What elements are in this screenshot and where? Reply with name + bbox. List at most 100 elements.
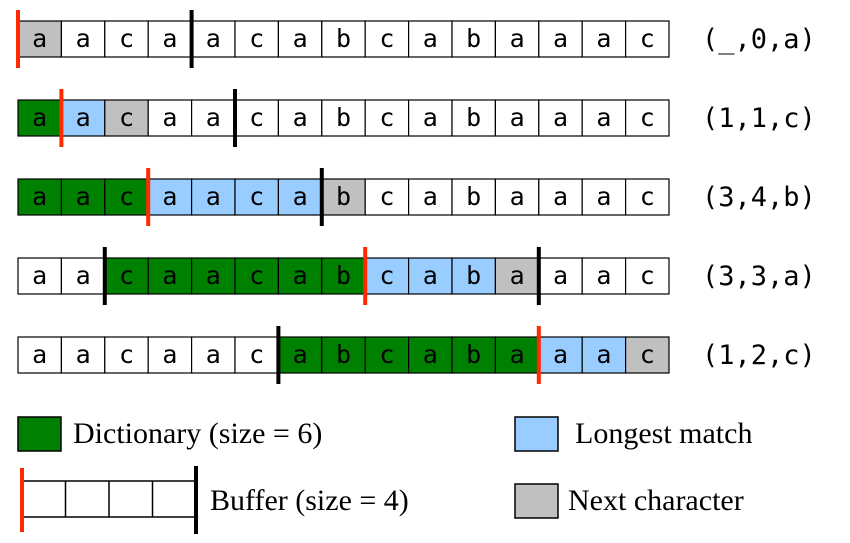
char-cell — [234, 336, 280, 374]
char-label: c — [379, 340, 394, 369]
char-cell — [191, 257, 236, 295]
char-label: a — [423, 24, 438, 53]
char-cell — [277, 257, 323, 295]
char-label: c — [119, 24, 134, 53]
char-label: b — [466, 261, 481, 290]
char-label: a — [293, 103, 308, 132]
char-label: a — [596, 340, 611, 369]
char-cell — [408, 257, 453, 295]
char-label: a — [206, 340, 221, 369]
char-cell — [60, 20, 106, 58]
char-cell — [494, 336, 540, 374]
char-label: a — [76, 261, 91, 290]
legend-longest-match-label: Longest match — [575, 417, 752, 450]
char-cell — [321, 257, 366, 295]
char-cell — [321, 99, 366, 137]
char-label: a — [32, 103, 47, 132]
char-label: a — [162, 340, 177, 369]
char-cell — [581, 20, 627, 58]
char-label: a — [206, 182, 221, 211]
char-label: a — [162, 261, 177, 290]
legend-next-character-swatch — [514, 483, 559, 519]
char-cell — [494, 178, 540, 216]
char-label: a — [32, 340, 47, 369]
char-label: a — [596, 261, 611, 290]
char-cell — [538, 178, 583, 216]
output-tuple: (1,1,c) — [702, 103, 816, 134]
char-label: a — [76, 340, 91, 369]
char-cell — [17, 336, 63, 374]
char-label: a — [510, 103, 525, 132]
char-cell — [191, 99, 236, 137]
char-cell — [321, 20, 366, 58]
char-cell — [234, 20, 280, 58]
char-label: a — [510, 24, 525, 53]
char-label: b — [336, 24, 351, 53]
char-label: a — [32, 261, 47, 290]
char-label: c — [119, 103, 134, 132]
char-label: a — [293, 182, 308, 211]
legend-buffer-swatch — [20, 466, 198, 534]
char-label: a — [206, 103, 221, 132]
char-cell — [364, 257, 410, 295]
char-cell — [624, 20, 670, 58]
char-cell — [364, 178, 410, 216]
char-label: a — [423, 261, 438, 290]
char-label: c — [119, 182, 134, 211]
char-label: a — [510, 340, 525, 369]
char-cell — [581, 336, 627, 374]
char-label: a — [32, 24, 47, 53]
char-label: a — [423, 340, 438, 369]
char-cell — [321, 336, 366, 374]
char-cell — [624, 178, 670, 216]
char-label: c — [249, 182, 264, 211]
output-tuple: (_,0,a) — [702, 24, 816, 55]
legend-longest-match-swatch — [514, 416, 559, 452]
char-label: c — [249, 24, 264, 53]
char-label: c — [379, 24, 394, 53]
char-cell — [104, 20, 149, 58]
output-tuple: (1,2,c) — [702, 340, 816, 371]
char-label: b — [336, 261, 351, 290]
char-label: c — [119, 340, 134, 369]
char-cell — [277, 99, 323, 137]
char-label: b — [466, 182, 481, 211]
char-label: b — [336, 182, 351, 211]
char-cell — [538, 20, 583, 58]
char-label: b — [336, 340, 351, 369]
char-label: a — [206, 24, 221, 53]
char-cell — [451, 99, 497, 137]
char-label: a — [423, 103, 438, 132]
char-label: a — [596, 182, 611, 211]
char-label: a — [553, 103, 568, 132]
output-tuple: (3,3,a) — [702, 261, 816, 292]
char-label: a — [76, 182, 91, 211]
legend-dictionary-label: Dictionary (size = 6) — [73, 417, 322, 450]
char-label: a — [553, 261, 568, 290]
char-cell — [538, 336, 583, 374]
char-cell — [104, 336, 149, 374]
char-label: c — [119, 261, 134, 290]
char-label: a — [162, 24, 177, 53]
char-label: a — [423, 182, 438, 211]
char-label: c — [379, 261, 394, 290]
char-label: b — [466, 340, 481, 369]
char-label: a — [596, 24, 611, 53]
char-label: a — [206, 261, 221, 290]
char-cell — [364, 336, 410, 374]
char-cell — [277, 178, 323, 216]
char-cell — [364, 20, 410, 58]
legend-next-character-label: Next character — [568, 484, 744, 517]
char-cell — [277, 20, 323, 58]
char-cell — [147, 336, 193, 374]
char-label: a — [162, 103, 177, 132]
char-cell — [494, 99, 540, 137]
char-cell — [494, 20, 540, 58]
char-cell — [17, 99, 63, 137]
char-label: c — [249, 340, 264, 369]
char-cell — [364, 99, 410, 137]
